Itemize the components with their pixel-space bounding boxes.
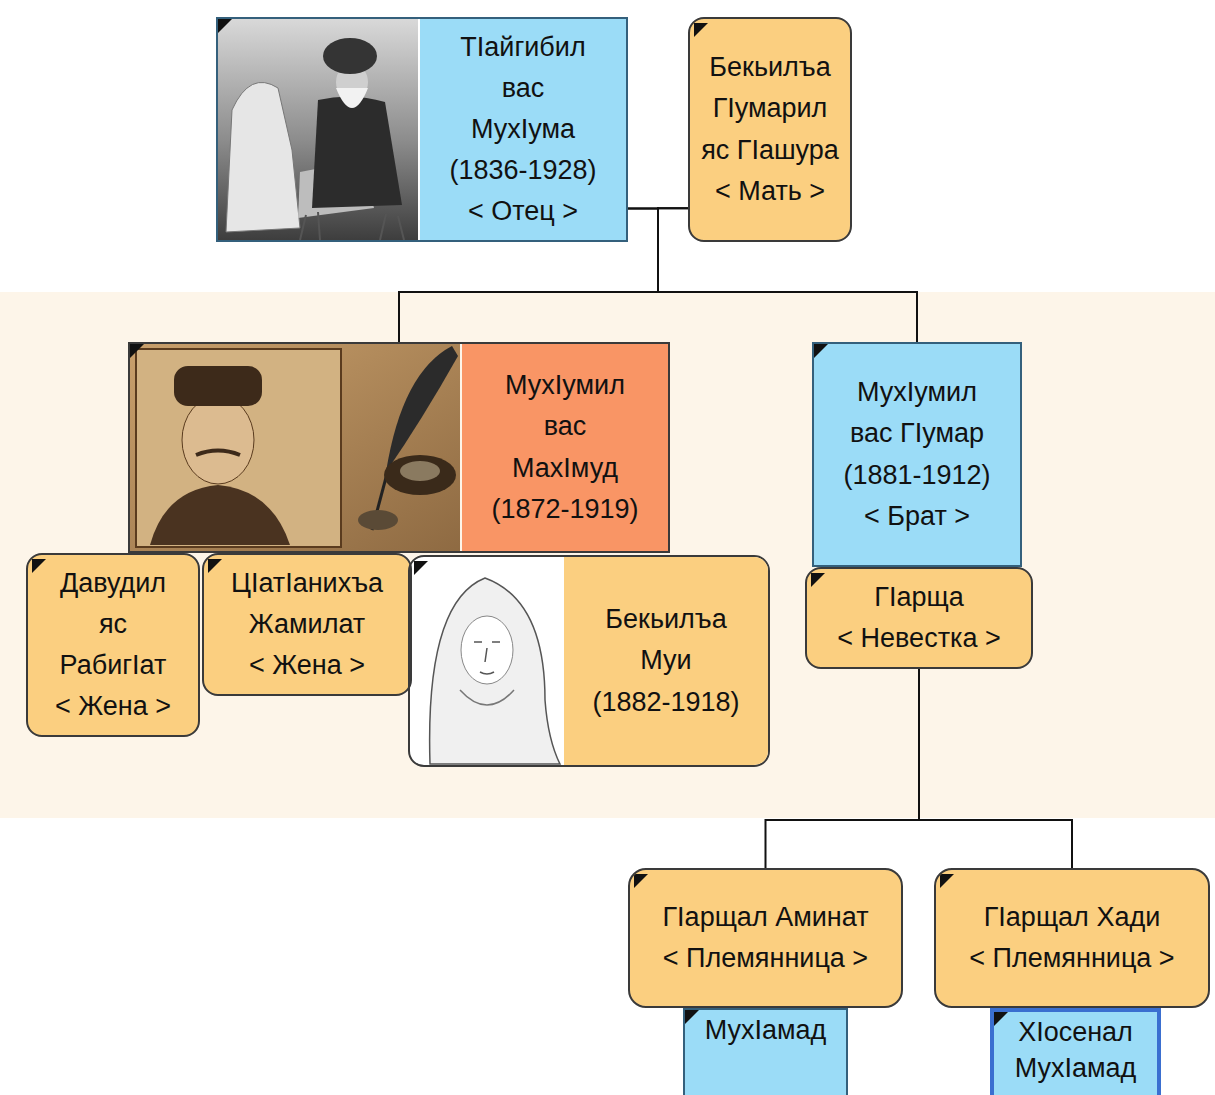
text-area: Бекьилъа Муи(1882-1918) [564,557,768,765]
text-area: МухIамад [685,1010,846,1095]
family-line [766,669,920,868]
text-area: МухIумил вас ГIумар(1881-1912)< Брат > [814,344,1020,565]
person-box: ЦIатIанихъа Жамилат< Жена > [202,553,412,696]
generation-band [0,292,1215,818]
person-text: ГIарщал Хади [984,897,1161,938]
grass [300,212,404,240]
shoulders [150,485,290,545]
person-box: ГIарща< Невестка > [805,567,1033,669]
beard [336,88,368,108]
person-text: (1872-1919) [491,489,638,530]
woman-drawing [409,556,769,766]
person-text: < Брат > [864,496,970,537]
person-text: МухIамад [705,1012,827,1048]
drawing-ground [409,556,769,766]
person-text: ГIарщал Аминат [663,897,869,938]
corner-mark [694,23,708,37]
papakha [174,366,262,406]
person-photo-box: ТIайгибил вас МухIума(1836-1928)< Отец > [216,17,628,242]
quill-feather [386,346,458,472]
ink-cap [358,510,398,530]
grave-stone [226,82,300,232]
scarf-fold [460,690,514,705]
family-line [919,669,1072,868]
person-text: Давудил яс РабигIат [48,563,178,686]
person-photo-box: МухIумил вас МахIмуд(1872-1919) [128,342,670,553]
text-area: ЦIатIанихъа Жамилат< Жена > [204,555,410,694]
person-text: < Жена > [55,686,171,727]
photo-ground [128,342,460,553]
person-text: < Жена > [249,645,365,686]
person-text: < Мать > [715,171,825,212]
person-box: ГIарщал Хади< Племянница > [934,868,1210,1008]
photo-ground [216,17,418,242]
text-area: ХIосенал МухIамад [994,1012,1157,1095]
portrait-book-photo [128,342,460,553]
person-box: Давудил яс РабигIат< Жена > [26,553,200,737]
person-text: Бекьилъа Муи [584,599,749,681]
person-text: < Племянница > [969,938,1174,979]
inkwell [384,455,456,495]
headscarf [430,578,560,764]
text-area: ГIарщал Аминат< Племянница > [630,870,901,1006]
person-box: Бекьилъа ГIумарил яс ГIашура< Мать > [688,17,852,242]
person-photo-box: Бекьилъа Муи(1882-1918) [408,555,770,767]
corner-mark [994,1012,1008,1026]
mustache [196,451,240,456]
corner-mark [32,559,46,573]
person-text: < Невестка > [837,618,1000,659]
face-features [474,642,500,674]
text-area: ТIайгибил вас МухIума(1836-1928)< Отец > [420,19,626,240]
corner-mark [634,874,648,888]
coat [312,96,402,208]
text-area: Бекьилъа ГIумарил яс ГIашура< Мать > [690,19,850,240]
person-text: (1836-1928) [449,150,596,191]
book [136,349,341,547]
person-text: (1881-1912) [843,455,990,496]
person-text: (1882-1918) [592,682,739,723]
face [461,616,513,684]
person-box: МухIумил вас ГIумар(1881-1912)< Брат > [812,342,1022,567]
spouse-box: ХIосенал МухIамад [990,1008,1161,1095]
person-text: ЦIатIанихъа Жамилат [212,563,402,645]
text-area: ГIарща< Невестка > [807,569,1031,667]
corner-mark [130,344,144,358]
text-area: МухIумил вас МахIмуд(1872-1919) [462,344,668,551]
person-text: МухIумил вас МахIмуд [490,365,640,488]
corner-mark [814,344,828,358]
old-man-photo [216,17,418,242]
corner-mark [940,874,954,888]
spouse-box: МухIамад [683,1008,848,1095]
corner-mark [218,19,232,33]
person-text: < Племянница > [663,938,868,979]
corner-mark [811,573,825,587]
person-text: ХIосенал МухIамад [1002,1014,1149,1087]
person-text: ГIарща [874,577,963,618]
text-area: Давудил яс РабигIат< Жена > [28,555,198,735]
text-area: ГIарщал Хади< Племянница > [936,870,1208,1006]
corner-mark [414,561,428,575]
corner-mark [208,559,222,573]
person-text: < Отец > [468,191,578,232]
person-box: ГIарщал Аминат< Племянница > [628,868,903,1008]
person-text: Бекьилъа ГIумарил яс ГIашура [700,47,840,170]
corner-mark [685,1010,699,1024]
face [182,396,254,484]
hat [323,38,377,74]
person-text: ТIайгибил вас МухIума [448,27,598,150]
inkwell-lid [400,461,440,481]
person-text: МухIумил вас ГIумар [842,372,992,454]
